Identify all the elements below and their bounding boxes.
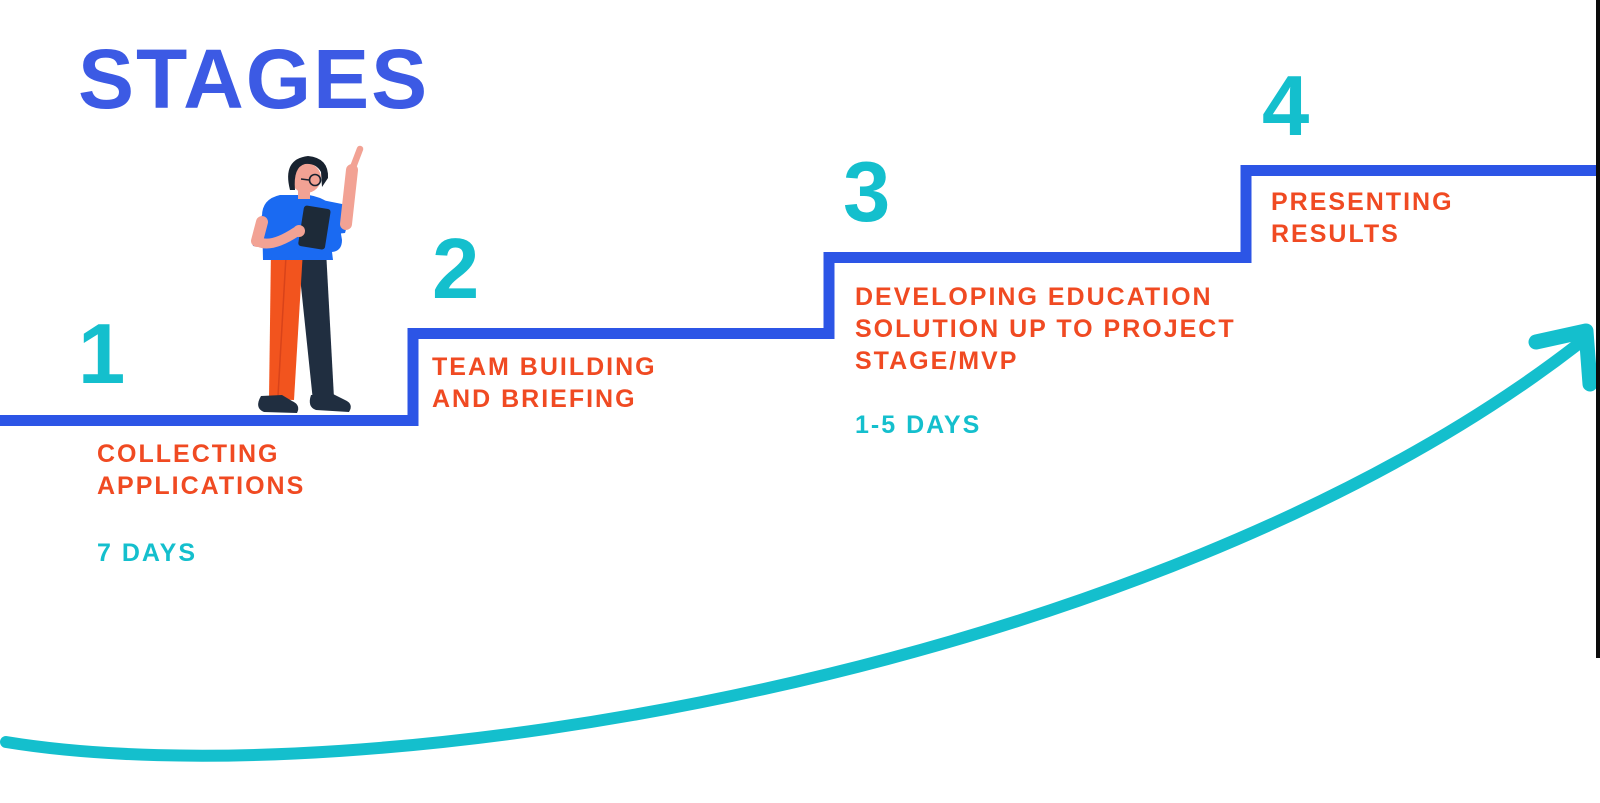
person-trouser-crease (277, 255, 287, 397)
stage-3-label: DEVELOPING EDUCATION SOLUTION UP TO PROJ… (855, 283, 1236, 375)
stage-1-label: COLLECTING APPLICATIONS (97, 440, 306, 500)
person-front-leg (269, 248, 303, 400)
person-illustration (251, 145, 364, 413)
person-back-leg (297, 248, 334, 401)
person-back-shoe (309, 394, 351, 412)
person-hair (288, 156, 329, 190)
staircase-steps-line (0, 165, 1600, 426)
tablet-icon (298, 205, 331, 250)
person-left-forearm (252, 227, 301, 249)
growth-curve (0, 339, 1583, 762)
person-front-shoe (258, 395, 299, 413)
stage-4-number: 4 (1262, 59, 1310, 154)
stage-2-number: 2 (432, 222, 480, 317)
right-edge-line (1596, 0, 1600, 658)
glasses-icon (308, 173, 322, 187)
person-pointing-finger (348, 145, 364, 174)
stage-3-duration: 1-5 DAYS (855, 411, 982, 439)
stage-4-label: PRESENTING RESULTS (1271, 188, 1454, 248)
stage-3-number: 3 (843, 145, 891, 240)
glasses-bridge (300, 178, 310, 181)
person-raised-forearm (340, 164, 358, 230)
growth-curve-arrow-icon (0, 323, 1598, 762)
stage-1-number: 1 (78, 307, 126, 402)
person-left-hand (293, 225, 305, 237)
stage-2-label: TEAM BUILDING AND BRIEFING (432, 353, 657, 413)
arrowhead-icon (1528, 323, 1598, 392)
stage-1-duration: 7 DAYS (97, 539, 198, 567)
page-title: STAGES (78, 32, 430, 126)
